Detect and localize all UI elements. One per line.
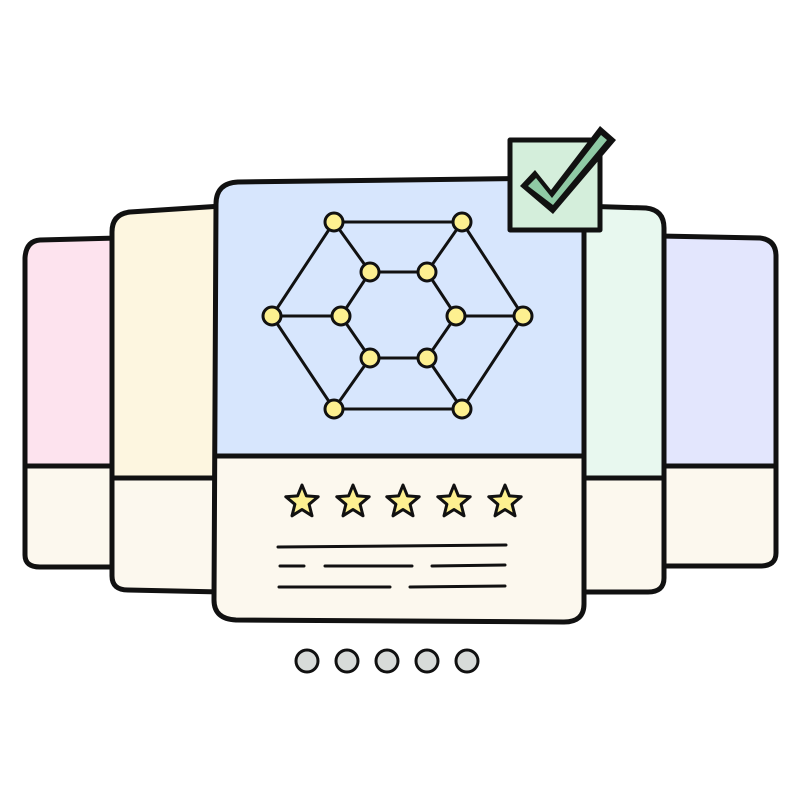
network-node — [416, 347, 438, 369]
network-node — [323, 211, 345, 233]
rating-stars — [284, 483, 523, 518]
text-line — [276, 543, 508, 549]
pagination-dots — [294, 648, 480, 674]
network-node — [451, 398, 473, 420]
text-line — [430, 563, 507, 568]
card-right[interactable] — [579, 203, 667, 595]
star-icon — [487, 483, 523, 518]
card-far-right[interactable] — [659, 233, 779, 569]
text-line — [408, 584, 507, 589]
card-right-top — [580, 206, 664, 478]
pagination-dot[interactable] — [374, 648, 400, 674]
card-far-left-top — [25, 238, 118, 466]
network-node — [330, 305, 352, 327]
card-center-top — [216, 178, 584, 456]
network-node — [323, 398, 345, 420]
card-center[interactable] — [211, 175, 587, 625]
star-icon — [335, 483, 371, 518]
pagination-dot[interactable] — [414, 648, 440, 674]
network-node — [359, 261, 381, 283]
network-nodes — [261, 211, 534, 420]
network-node — [359, 347, 381, 369]
card-left[interactable] — [109, 203, 223, 595]
selected-badge[interactable] — [507, 126, 616, 233]
network-node — [445, 305, 467, 327]
star-icon — [436, 483, 472, 518]
star-icon — [385, 483, 421, 518]
network-node — [512, 305, 534, 327]
network-node — [451, 211, 473, 233]
card-far-right-top — [660, 236, 776, 466]
card-left-top — [112, 206, 222, 478]
pagination-dot[interactable] — [294, 648, 320, 674]
checkmark-icon — [520, 126, 616, 214]
card-center-bottom — [214, 456, 584, 622]
network-node — [416, 261, 438, 283]
card-left-bottom — [112, 478, 222, 592]
card-far-left[interactable] — [22, 235, 119, 570]
network-node — [261, 305, 283, 327]
card-far-left-bottom — [25, 466, 118, 567]
star-icon — [284, 483, 320, 518]
description-lines — [276, 543, 508, 589]
card-right-bottom — [580, 478, 664, 592]
pagination-dot[interactable] — [334, 648, 360, 674]
card-far-right-bottom — [660, 466, 776, 566]
pagination-dot[interactable] — [454, 648, 480, 674]
